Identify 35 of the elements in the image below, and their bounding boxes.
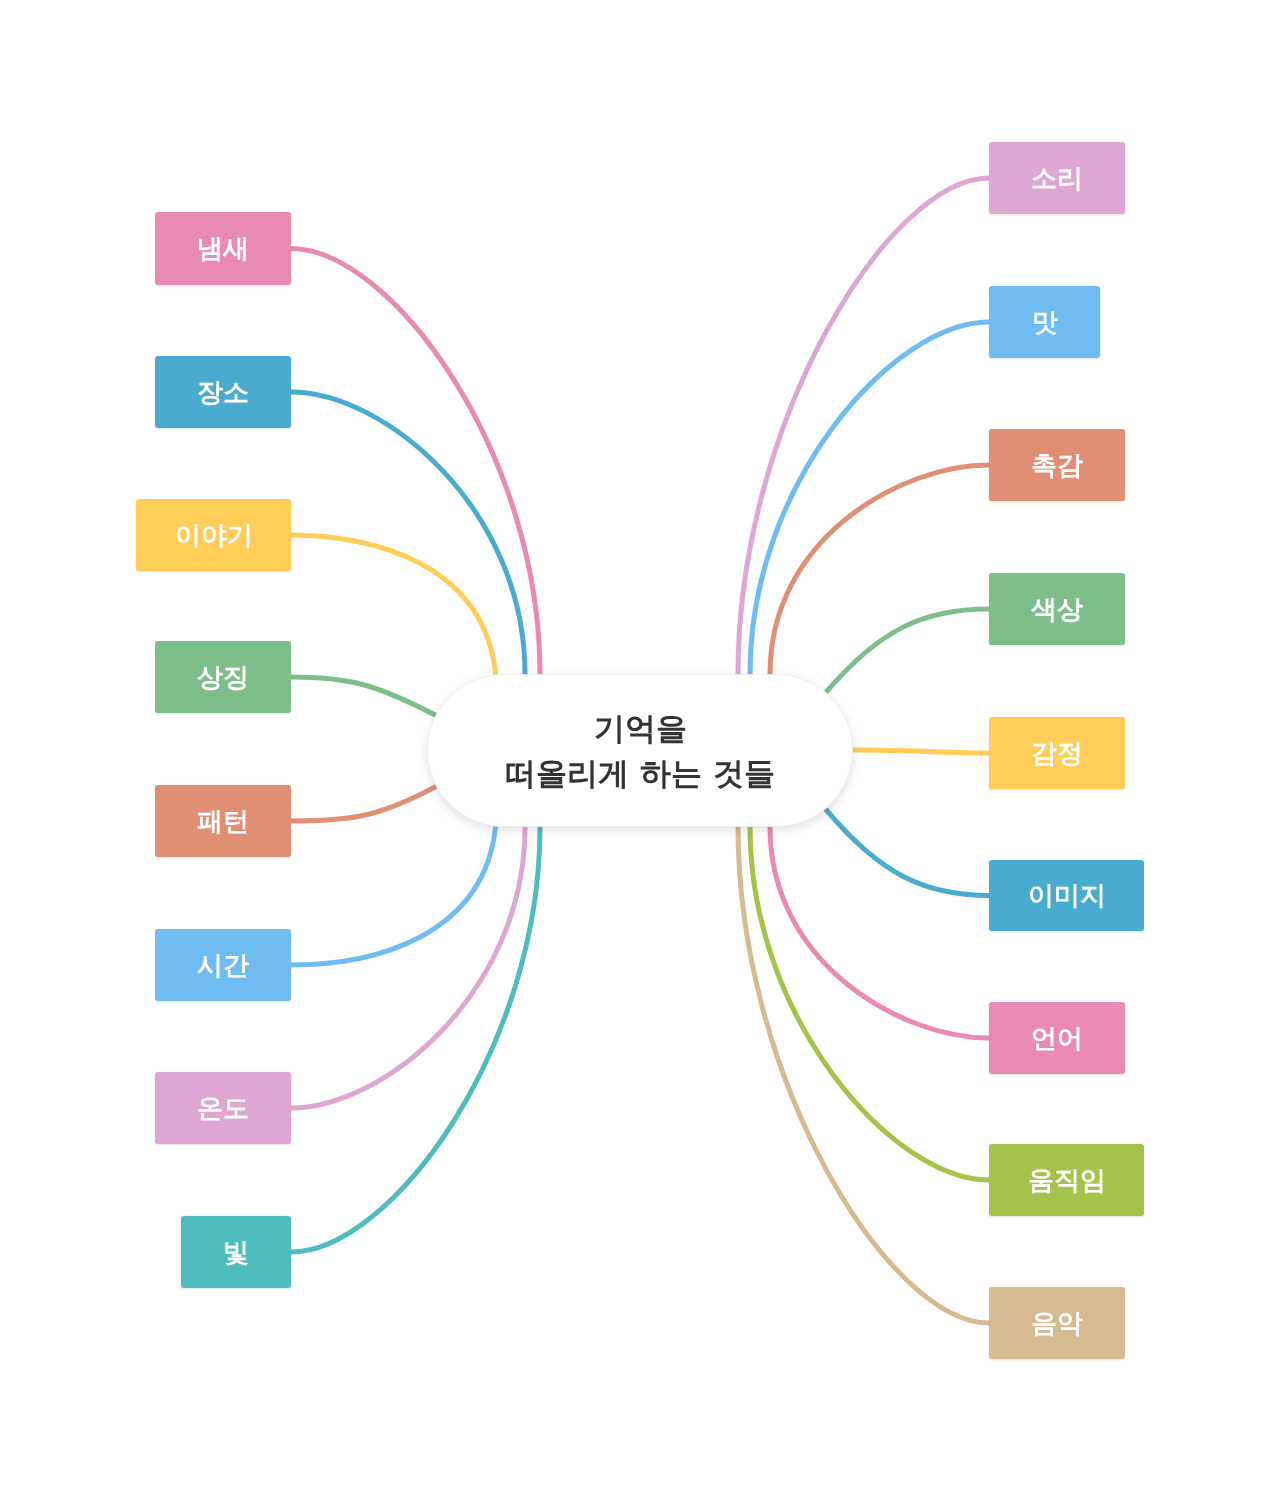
- branch-line: [290, 246, 543, 675]
- branch-line: [290, 826, 499, 968]
- branch-line: [747, 319, 990, 675]
- topic-box: 시간: [155, 929, 291, 1001]
- branch-line: [767, 462, 990, 675]
- branch-line: [290, 532, 499, 675]
- branch-line: [735, 826, 990, 1326]
- topic-box: 맛: [989, 286, 1100, 358]
- topic-box: 이야기: [136, 499, 291, 571]
- topic-box: 음악: [989, 1287, 1125, 1359]
- branch-line: [767, 826, 990, 1041]
- branch-line: [290, 389, 528, 675]
- branch-line: [853, 747, 989, 756]
- topic-box: 소리: [989, 142, 1125, 214]
- branch-line: [290, 826, 543, 1255]
- topic-box: 장소: [155, 356, 291, 428]
- central-bubble: 기억을 떠올리게 하는 것들: [427, 674, 853, 827]
- topic-box: 감정: [989, 717, 1125, 789]
- topic-box: 이미지: [989, 860, 1144, 931]
- topic-box: 움직임: [989, 1144, 1144, 1216]
- topic-box: 상징: [155, 641, 291, 713]
- topic-box: 촉감: [989, 429, 1125, 501]
- topic-box: 패턴: [155, 785, 291, 857]
- topic-box: 냄새: [155, 212, 291, 285]
- branch-line: [291, 784, 438, 824]
- topic-box: 언어: [989, 1002, 1125, 1074]
- topic-box: 빛: [181, 1216, 291, 1288]
- branch-line: [735, 175, 990, 675]
- topic-box: 색상: [989, 573, 1125, 645]
- topic-box: 온도: [155, 1072, 291, 1144]
- branch-line: [824, 606, 990, 694]
- branch-line: [290, 826, 528, 1111]
- branch-line: [823, 807, 990, 898]
- branch-line: [747, 826, 990, 1183]
- branch-line: [290, 674, 437, 718]
